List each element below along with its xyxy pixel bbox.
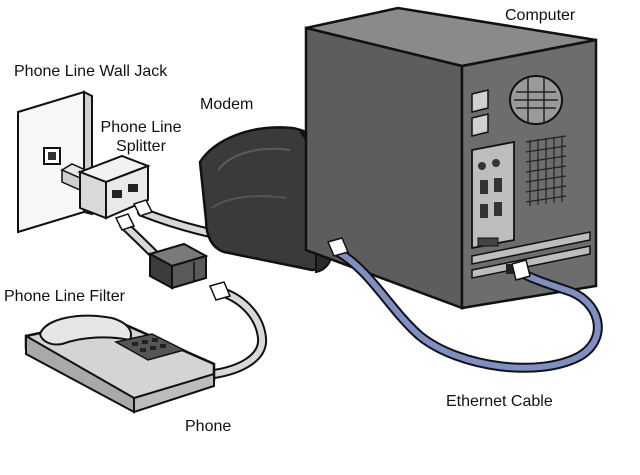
splitter-label: Phone Line Splitter	[96, 118, 186, 156]
computer-label: Computer	[505, 7, 576, 24]
filter-label: Phone Line Filter	[4, 288, 125, 305]
filter-icon	[147, 242, 209, 290]
phone-label: Phone	[185, 418, 232, 435]
splitter-icon	[60, 154, 151, 220]
ethernet-label: Ethernet Cable	[446, 393, 553, 410]
computer-tower-icon	[304, 6, 598, 310]
ethernet-cable-icon	[327, 237, 603, 373]
wall-jack-icon	[17, 90, 93, 234]
splitter-label-line2: Splitter	[116, 138, 166, 155]
wall-jack-label: Phone Line Wall Jack	[14, 63, 168, 80]
phone-icon	[24, 314, 216, 414]
modem-label: Modem	[200, 96, 254, 113]
splitter-label-line1: Phone Line	[100, 119, 182, 136]
